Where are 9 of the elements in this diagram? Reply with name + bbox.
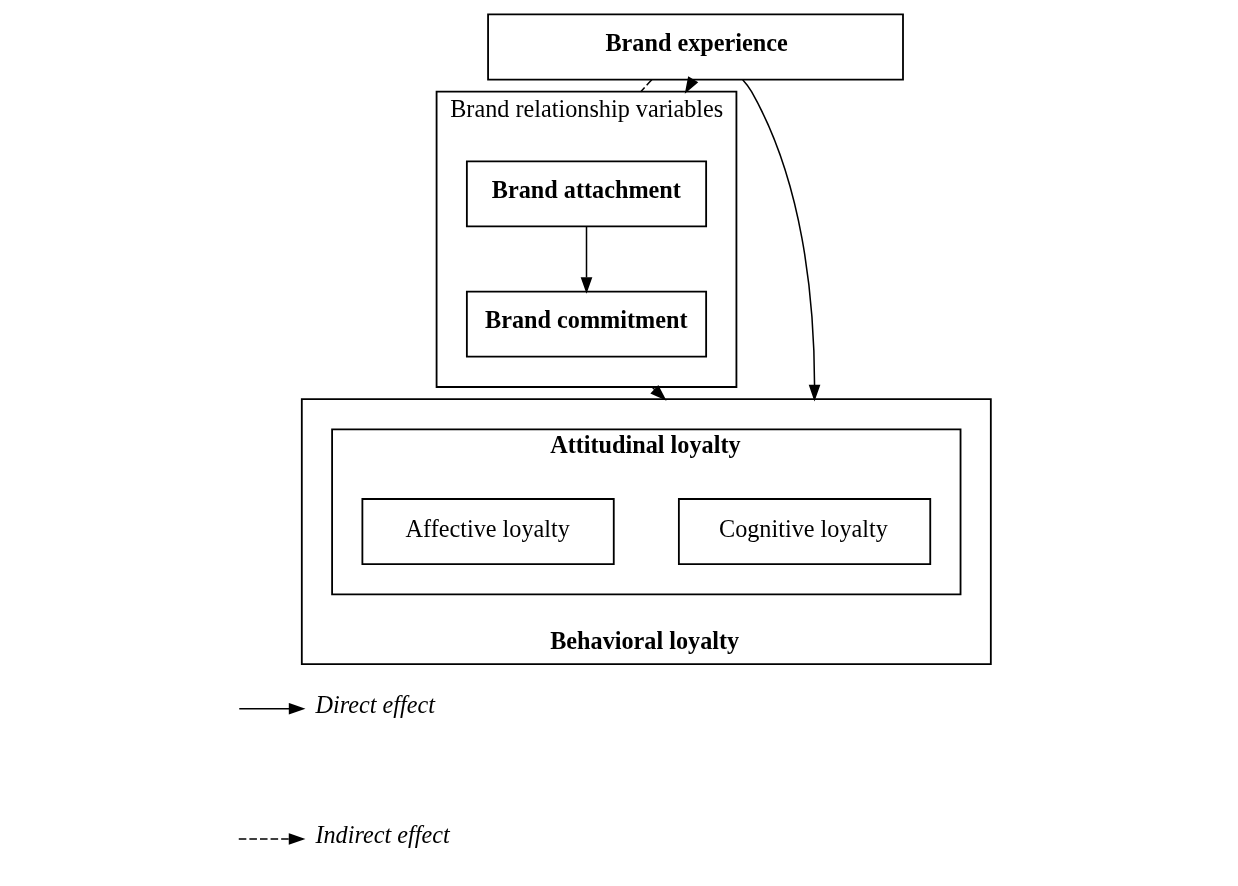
arrow xyxy=(649,385,666,401)
node-box: Affective loyalty xyxy=(360,498,615,566)
node-box: Brand commitment xyxy=(465,290,707,358)
legend-label: Direct effect xyxy=(314,691,435,718)
legend-label: Indirect effect xyxy=(314,821,450,849)
node-box: Cognitive loyalty xyxy=(677,498,931,566)
arrow xyxy=(580,226,592,294)
connector xyxy=(639,78,653,93)
node-box: Brand attachment xyxy=(465,160,707,228)
